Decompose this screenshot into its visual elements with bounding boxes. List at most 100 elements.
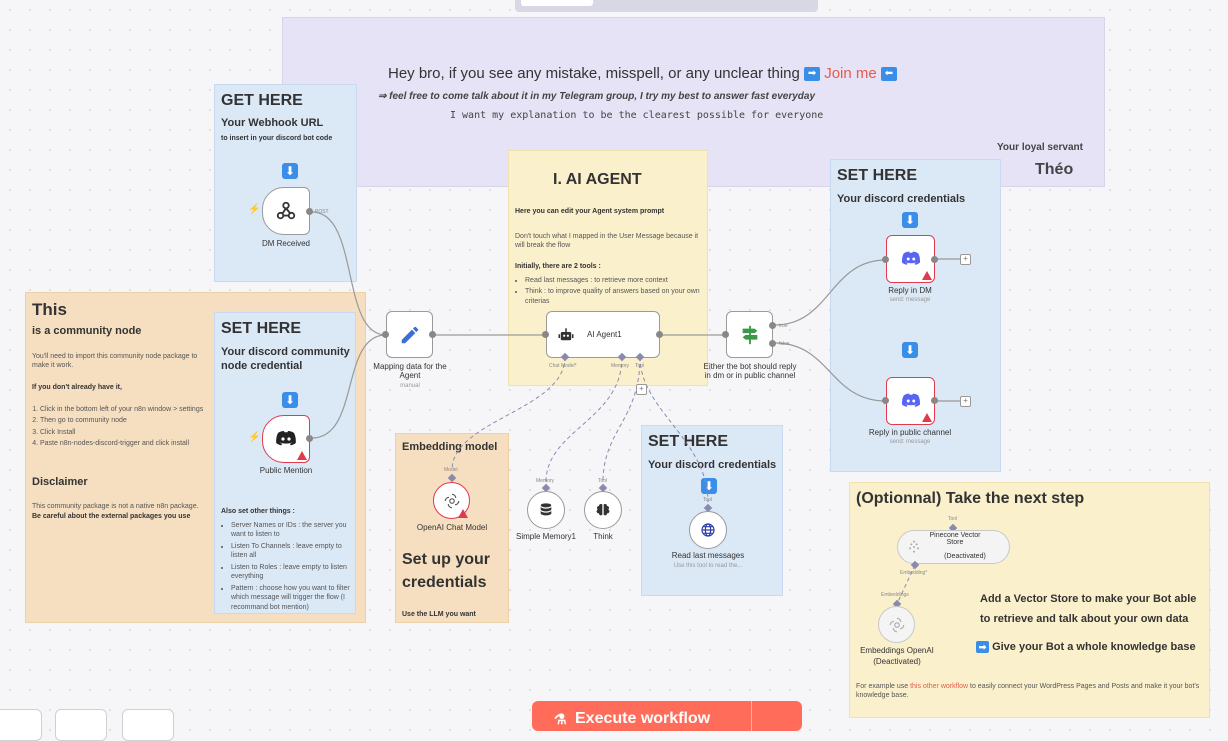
- embedding-foot: Use the LLM you want: [402, 611, 476, 618]
- port-post: POST: [315, 209, 329, 215]
- execute-label: Execute workflow: [575, 710, 711, 727]
- switch-node[interactable]: [726, 311, 773, 358]
- output-handle[interactable]: [429, 331, 436, 338]
- input-handle[interactable]: [882, 397, 889, 404]
- simple-memory-node[interactable]: [527, 491, 565, 529]
- community-p1: You'll need to import this community nod…: [32, 353, 198, 370]
- cred-item-1: Server Names or IDs : the server you wan…: [231, 521, 359, 540]
- add-node-button[interactable]: +: [960, 254, 971, 265]
- edge-memory: [545, 356, 623, 483]
- port-model: Model: [444, 467, 458, 473]
- input-handle[interactable]: [382, 331, 389, 338]
- read-cred-subtitle: Your discord credentials: [648, 459, 777, 471]
- agent-item-1: Read last messages : to retrieve more co…: [525, 276, 711, 285]
- port-chat-model: Chat Model*: [549, 363, 577, 369]
- simple-memory-label: Simple Memory1: [515, 532, 576, 541]
- port-think-tool: Tool: [598, 478, 608, 484]
- read-cred-title: SET HERE: [648, 433, 729, 450]
- zoom-out-button[interactable]: [122, 709, 174, 741]
- dm-received-node[interactable]: [262, 187, 310, 235]
- warning-icon: [922, 413, 932, 422]
- pinecone-state: (Deactivated): [944, 553, 986, 560]
- true-handle[interactable]: [769, 322, 776, 329]
- disclaimer-bold: Be careful about the external packages y…: [32, 513, 191, 520]
- output-handle[interactable]: [306, 208, 313, 215]
- signpost-icon: [742, 325, 757, 344]
- community-steps: Click in the bottom left of your n8n win…: [24, 405, 230, 451]
- input-handle[interactable]: [882, 256, 889, 263]
- optional-foot-pre: For example use: [856, 683, 909, 690]
- output-handle[interactable]: [931, 256, 938, 263]
- false-handle[interactable]: [769, 340, 776, 347]
- input-handle[interactable]: [542, 331, 549, 338]
- agent-sticky: I. AI AGENT Here you can edit your Agent…: [508, 150, 708, 386]
- credential-items: Server Names or IDs : the server you wan…: [221, 521, 359, 614]
- mapping-node[interactable]: [386, 311, 433, 358]
- cred-item-4: Pattern : choose how you want to filter …: [231, 584, 359, 612]
- execute-workflow-button[interactable]: ⚗ Execute workflow: [532, 701, 802, 731]
- read-messages-node[interactable]: [689, 511, 727, 549]
- edge-mention-mapping: [311, 334, 387, 439]
- right-arrow-icon: ➡: [804, 67, 821, 82]
- edge-switch-public: [774, 342, 887, 402]
- edge-model: [451, 356, 566, 471]
- port-memory: Memory: [611, 363, 630, 369]
- disclaimer-text: This community package is not a native n…: [32, 503, 199, 510]
- robot-icon: [558, 327, 574, 340]
- add-tool-button[interactable]: +: [636, 384, 647, 395]
- reply-dm-node[interactable]: [886, 235, 935, 283]
- credential-subtitle: Your discord community node credential: [221, 346, 350, 373]
- signature-label: Your loyal servant: [997, 142, 1083, 153]
- input-handle[interactable]: [722, 331, 729, 338]
- agent-p2: Don't touch what I mapped in the User Me…: [515, 233, 699, 250]
- add-node-button[interactable]: +: [960, 396, 971, 407]
- pinecone-node[interactable]: [897, 530, 1010, 564]
- optional-p2: Give your Bot a whole knowledge base: [992, 641, 1196, 653]
- optional-p1: Add a Vector Store to make your Bot able…: [980, 593, 1197, 626]
- ai-agent-label: AI Agent1: [587, 330, 622, 339]
- edge-embeddings: [896, 564, 916, 605]
- embeddings-openai-node[interactable]: [878, 606, 915, 643]
- top-bar-tab[interactable]: [521, 0, 593, 6]
- edge-dm-mapping: [311, 211, 387, 336]
- openai-icon: [889, 617, 904, 632]
- zoom-in-button[interactable]: [55, 709, 107, 741]
- optional-sticky: (Optionnal) Take the next step Add a Vec…: [849, 482, 1210, 718]
- optional-title: (Optionnal) Take the next step: [856, 490, 1085, 507]
- think-label: Think: [593, 532, 613, 541]
- credential-also: Also set other things :: [221, 508, 295, 515]
- right-arrow-icon: ➡: [976, 641, 989, 653]
- agent-item-2: Think : to improve quality of answers ba…: [525, 287, 711, 306]
- step-3: Click Install: [40, 428, 230, 437]
- port-embedding: Embedding*: [900, 570, 928, 576]
- webhook-sticky: GET HERE Your Webhook URL to insert in y…: [214, 84, 357, 282]
- discord-icon: [901, 251, 920, 265]
- mapping-sub: manual: [400, 383, 420, 389]
- notice-line2: ⇒ feel free to come talk about it in my …: [378, 91, 816, 102]
- read-cred-sticky: SET HERE Your discord credentials: [641, 425, 783, 596]
- edge-switch-dm: [774, 259, 887, 326]
- warning-icon: [922, 271, 932, 280]
- down-arrow-icon: ⬇: [282, 392, 298, 408]
- zoom-to-fit-button[interactable]: [0, 709, 42, 741]
- think-node[interactable]: [584, 491, 622, 529]
- agent-p3: Initially, there are 2 tools :: [515, 263, 601, 270]
- execute-divider: [751, 701, 752, 731]
- output-handle[interactable]: [306, 435, 313, 442]
- join-link[interactable]: Join me: [824, 65, 877, 82]
- down-arrow-icon: ⬇: [902, 342, 918, 358]
- reply-dm-label: Reply in DM: [888, 286, 932, 295]
- edge-read: [639, 356, 709, 503]
- webhook-icon: [276, 201, 296, 220]
- optional-foot-link[interactable]: this other workflow: [910, 683, 969, 690]
- step-1: Click in the bottom left of your n8n win…: [40, 405, 230, 414]
- embedding-title: Embedding model: [402, 441, 498, 453]
- output-handle[interactable]: [656, 331, 663, 338]
- flask-icon: ⚗: [554, 711, 567, 727]
- webhook-subtitle: Your Webhook URL: [221, 117, 324, 129]
- step-2: Then go to community node: [40, 416, 230, 425]
- output-handle[interactable]: [931, 397, 938, 404]
- down-arrow-icon: ⬇: [701, 478, 717, 494]
- agent-items: Read last messages : to retrieve more co…: [515, 276, 711, 308]
- ai-agent-node[interactable]: AI Agent1: [546, 311, 660, 358]
